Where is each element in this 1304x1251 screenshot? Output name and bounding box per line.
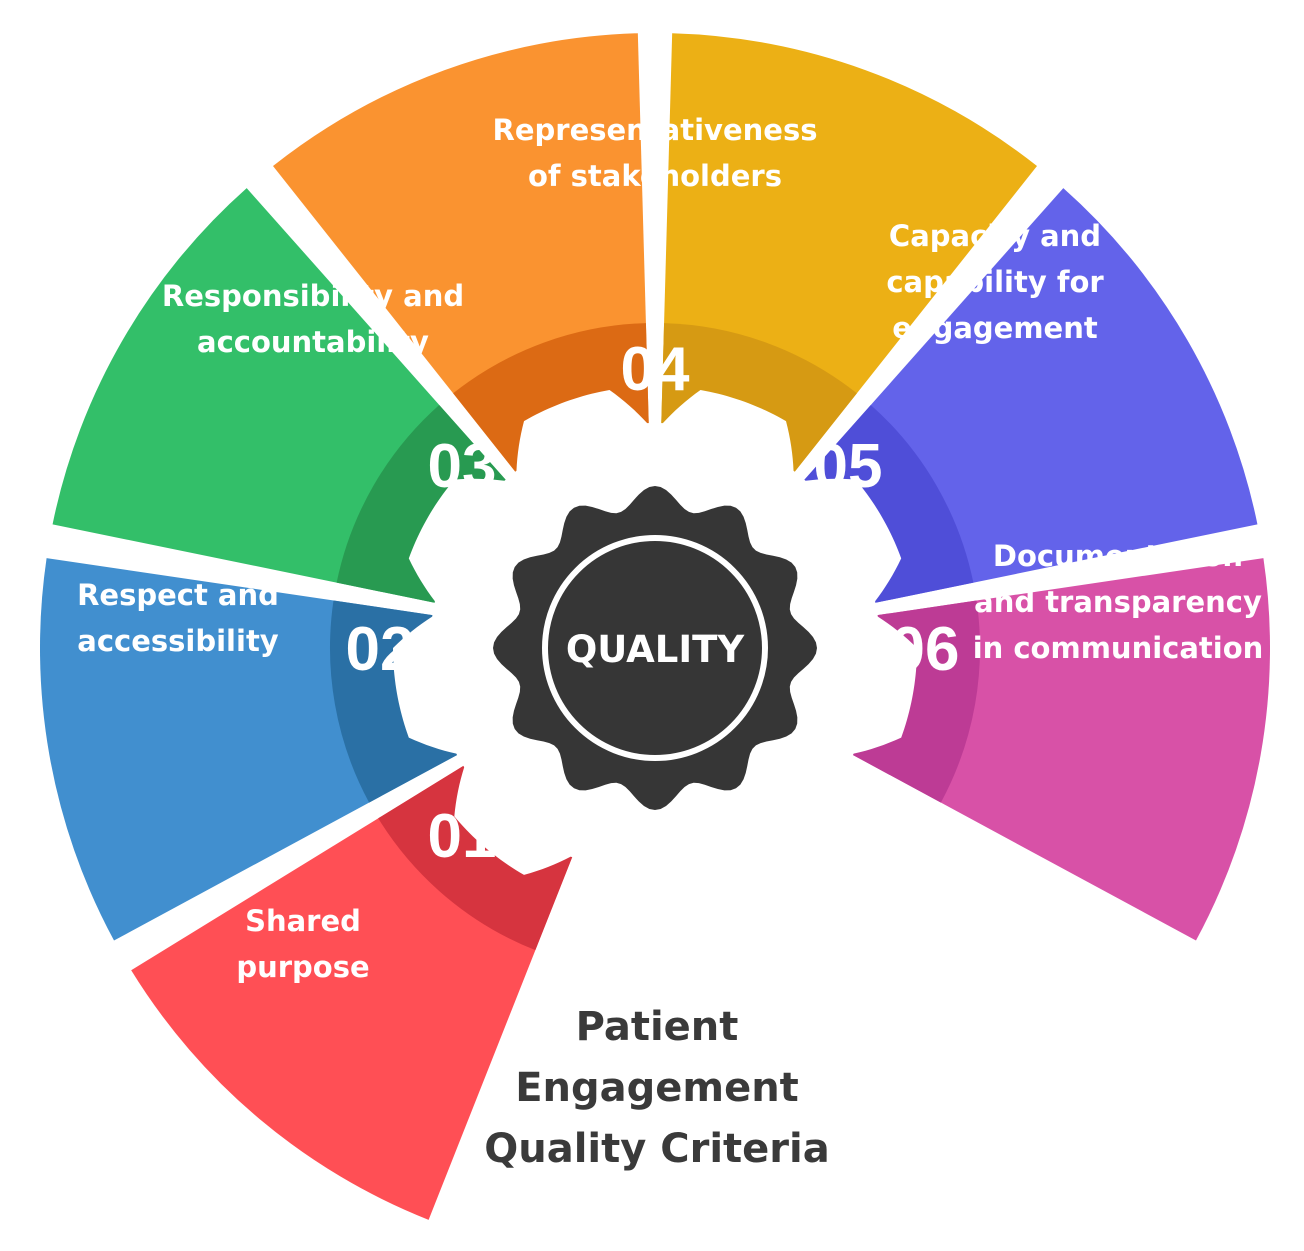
segment-07-label-line: Continuity and: [870, 901, 1111, 935]
caption-line-3: Quality Criteria: [484, 1126, 830, 1172]
segment-02-label-line: Respect and: [77, 578, 279, 612]
segment-05-label-line: Capacity and: [889, 219, 1101, 253]
segment-06-label-line: Documentation: [993, 539, 1243, 573]
caption-line-2: Engagement: [515, 1065, 799, 1111]
segment-06-label-line: in communication: [973, 631, 1264, 665]
segment-04-label-line: of stakeholders: [528, 159, 782, 193]
badge-ring: [542, 535, 768, 761]
segment-01-label-line: Shared: [245, 904, 361, 938]
segment-05-label-line: capability for: [886, 265, 1104, 299]
center-label: QUALITY: [566, 628, 746, 671]
segment-02-label-line: accessibility: [77, 624, 279, 658]
quality-badge: QUALITY: [493, 486, 817, 810]
caption-line-1: Patient: [576, 1004, 739, 1050]
gear-icon: [493, 486, 817, 810]
segment-06-number: 06: [891, 615, 960, 684]
segment-04-label-line: Representativeness: [493, 113, 818, 147]
segment-01-number: 01: [428, 802, 497, 871]
segment-01-label-line: purpose: [236, 950, 369, 984]
segment-04-number: 04: [621, 335, 690, 404]
segment-05-label-line: engagement: [892, 311, 1098, 345]
segment-06-label-line: and transparency: [974, 585, 1262, 619]
segment-03-label-line: accountability: [197, 325, 429, 359]
segment-02-number: 02: [346, 615, 415, 684]
segment-03-number: 03: [428, 432, 497, 501]
segment-07-number: 07: [814, 802, 883, 871]
segment-07-label-line: sustainability: [879, 947, 1101, 981]
segment-05-number: 05: [814, 432, 883, 501]
diagram-caption: Patient Engagement Quality Criteria: [484, 1004, 830, 1172]
segment-03-label-line: Responsibility and: [162, 279, 464, 313]
